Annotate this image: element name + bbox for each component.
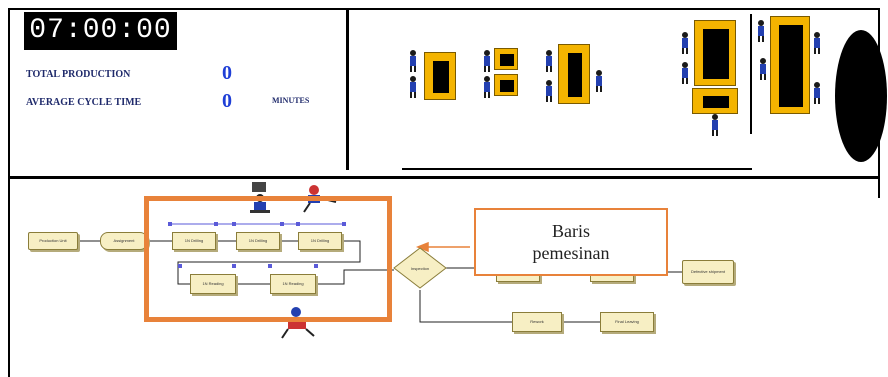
svg-text:Inspection: Inspection <box>411 266 429 271</box>
process-module-dispose[interactable]: Defective shipment <box>682 260 734 284</box>
process-module-create[interactable]: Production Unit <box>28 232 78 250</box>
decision-diamond[interactable]: Inspection <box>392 246 448 290</box>
callout-line-2: pemesinan <box>476 242 666 264</box>
machining-line-callout: Baris pemesinan <box>474 208 668 276</box>
process-module-rework[interactable]: Rework <box>512 312 562 332</box>
process-module-final[interactable]: Final Leaving <box>600 312 654 332</box>
process-module-assign[interactable]: Assignment <box>100 232 148 250</box>
callout-line-1: Baris <box>476 220 666 242</box>
machining-line-highlight <box>144 196 392 322</box>
